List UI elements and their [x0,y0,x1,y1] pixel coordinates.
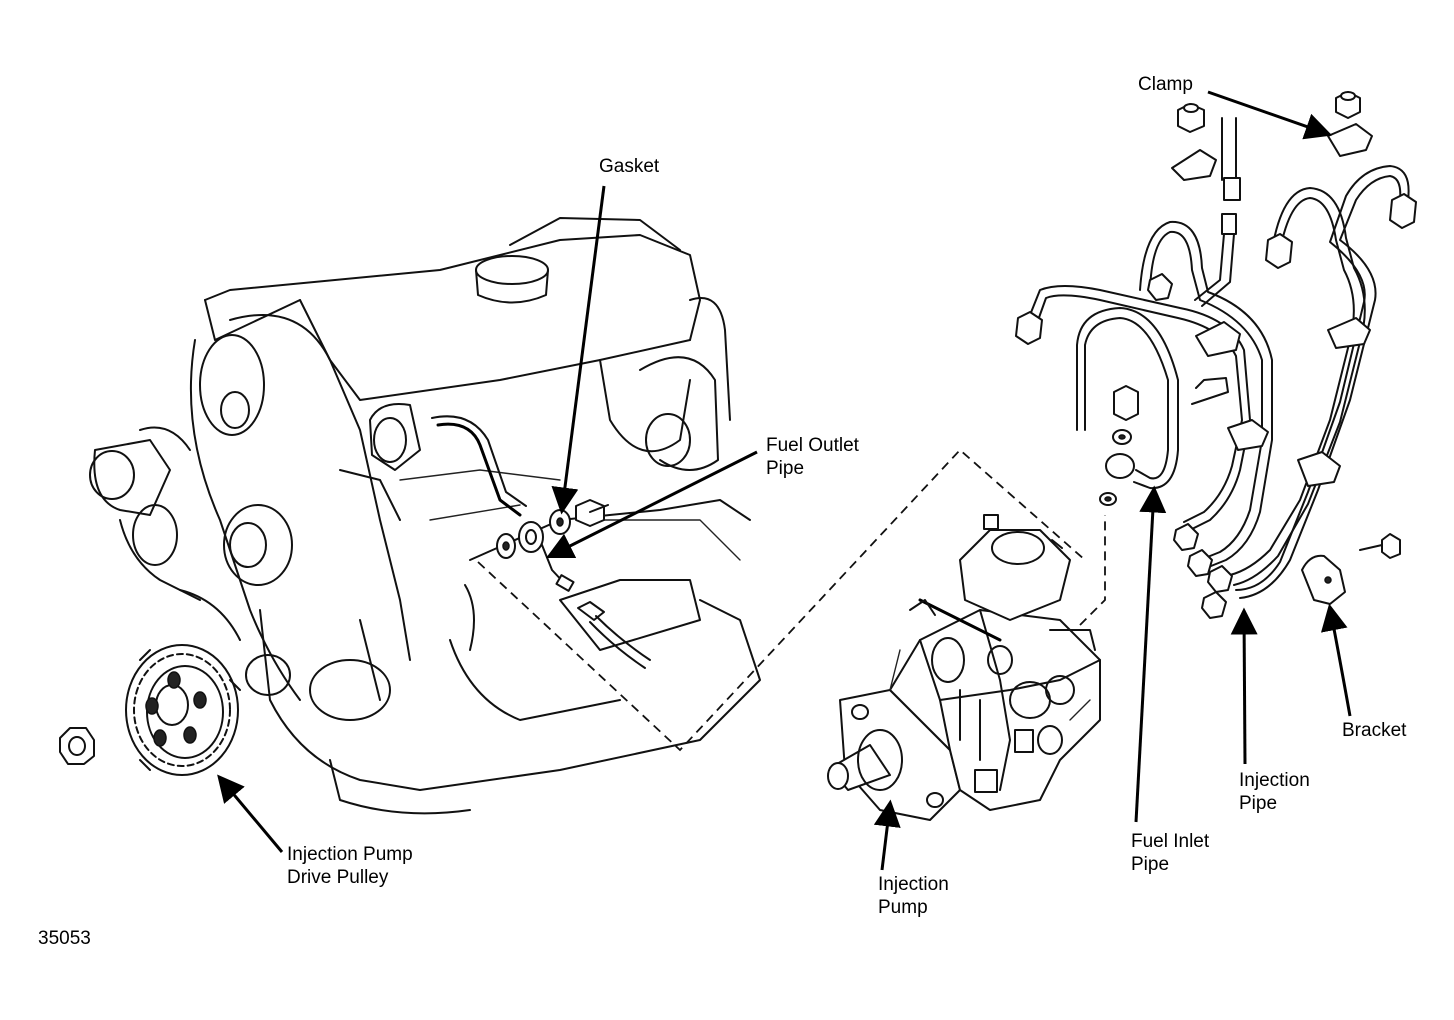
label-fuel-inlet-pipe-line1: Fuel Inlet [1131,831,1210,852]
label-injection-pipe-line1: Injection [1239,770,1310,791]
label-injection-pipe-line2: Pipe [1239,793,1278,814]
fuel-inlet-pipe-leader-arrow [1134,485,1167,823]
label-drive-pulley-line1: Injection Pump [287,844,413,865]
injection-pump-illustration [827,514,1101,821]
label-fuel-inlet-pipe-line2: Pipe [1131,854,1170,875]
pulley-nut [59,727,95,765]
bracket-leader-arrow [1320,603,1352,717]
label-fuel-outlet-pipe-line2: Pipe [766,458,805,479]
drive-pulley-leader-arrow [217,774,284,853]
engine-block-illustration [89,217,761,815]
fuel-inlet-pipe-illustration [1076,307,1179,490]
gasket-washers [496,509,571,559]
drive-pulley-illustration [125,644,241,776]
union-bolt [575,499,609,527]
bracket-hardware [1301,533,1401,605]
label-bracket: Bracket [1342,720,1407,741]
label-injection-pump-line2: Pump [878,897,928,918]
label-clamp: Clamp [1138,74,1193,95]
pipe-clip [577,601,651,669]
clamp-hardware [1171,91,1373,405]
label-gasket: Gasket [599,156,660,177]
inlet-fittings [1099,385,1139,506]
dashed-leader-left [477,448,1086,752]
gasket-leader-arrow [551,185,606,515]
injection-pipe-leader-arrow [1230,607,1258,765]
injection-pipes-illustration [1015,117,1417,619]
label-fuel-outlet-pipe-line1: Fuel Outlet [766,435,859,456]
banjo-fitting-engine [518,521,544,553]
label-injection-pump-line1: Injection [878,874,949,895]
figure-id: 35053 [38,928,91,949]
fuel-outlet-pipe-leader-arrow [545,450,758,559]
injection-pump-leader-arrow [873,799,901,871]
clamp-leader-arrow [1207,90,1333,140]
dashed-leader-right [1079,515,1106,626]
label-drive-pulley-line2: Drive Pulley [287,867,389,888]
